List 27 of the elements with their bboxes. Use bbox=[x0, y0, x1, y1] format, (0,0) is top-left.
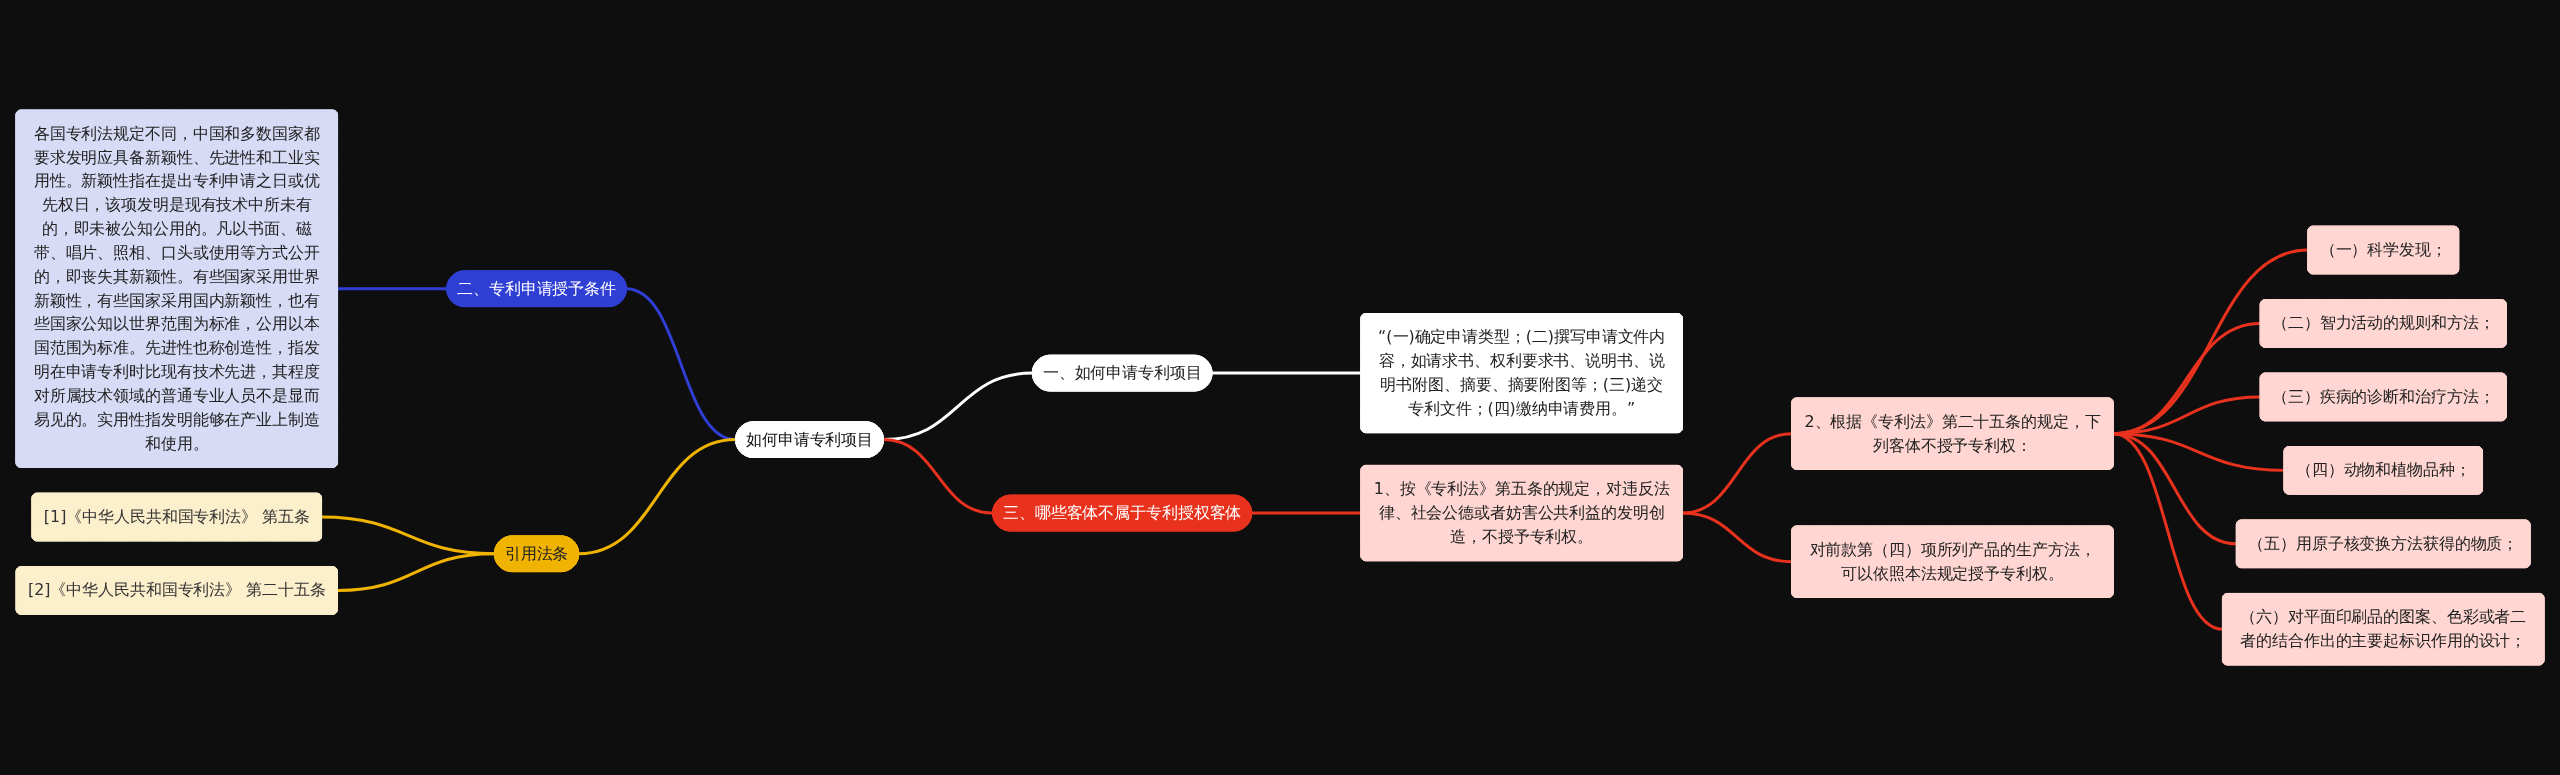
topic-node: 各国专利法规定不同，中国和多数国家都要求发明应具备新颖性、先进性和工业实用性。新颖性指在提出专利申请之日或优先权日，该项发明是现有技术中所未有的，即未被公知公用的。凡以书面、磁带、唱片、照相、口头或使用等方式公开的，即丧失其新颖性。有些国家采用世界新颖性，有些国家采用国内新颖性，也有些国家公知以世界范围为标准，公用以本国范围为标准。先进性也称创造性，指发明在申请专利时比现有技术先进，其程度对所属技术领域的普通专业人员不是显而易见的。实用性指发明能够在产业上制造和使用。 bbox=[15, 109, 339, 468]
topic-node: 1、按《专利法》第五条的规定，对违反法律、社会公德或者妨害公共利益的发明创造，不授予专利权。 bbox=[1360, 464, 1683, 562]
connector-line bbox=[578, 438, 736, 556]
topic-node: 二、专利申请授予条件 bbox=[446, 270, 627, 308]
topic-node: （一）科学发现； bbox=[2307, 225, 2460, 275]
connector-line bbox=[1682, 511, 1792, 564]
topic-node: 对前款第（四）项所列产品的生产方法，可以依照本法规定授予专利权。 bbox=[1791, 525, 2114, 598]
topic-node: 一、如何申请专利项目 bbox=[1031, 354, 1213, 392]
topic-node: （三）疾病的诊断和治疗方法； bbox=[2259, 372, 2507, 422]
topic-node: （四）动物和植物品种； bbox=[2283, 446, 2483, 495]
topic-node: “(一)确定申请类型；(二)撰写申请文件内容，如请求书、权利要求书、说明书、说明书附图、摘要、摘要附图等；(三)递交专利文件；(四)缴纳申请费用。” bbox=[1360, 313, 1683, 434]
topic-node: 三、哪些客体不属于专利授权客体 bbox=[992, 494, 1253, 532]
topic-node: （六）对平面印刷品的图案、色彩或者二者的结合作出的主要起标识作用的设计； bbox=[2221, 592, 2545, 666]
connector-line bbox=[337, 287, 447, 291]
connector-line bbox=[883, 438, 993, 515]
topic-node: （二）智力活动的规则和方法； bbox=[2259, 299, 2507, 348]
topic-node: [1]《中华人民共和国专利法》 第五条 bbox=[31, 492, 323, 542]
connector-line bbox=[1251, 511, 1361, 515]
topic-node: 引用法条 bbox=[493, 535, 580, 573]
topic-node: 2、根据《专利法》第二十五条的规定，下列客体不授予专利权： bbox=[1791, 397, 2114, 470]
topic-node: 如何申请专利项目 bbox=[735, 421, 884, 458]
topic-node: （五）用原子核变换方法获得的物质； bbox=[2235, 519, 2531, 569]
topic-node: [2]《中华人民共和国专利法》 第二十五条 bbox=[15, 566, 338, 615]
connector-line bbox=[2112, 432, 2223, 631]
connector-line bbox=[1682, 432, 1792, 515]
connector-line bbox=[1212, 371, 1361, 375]
connector-line bbox=[337, 552, 495, 592]
